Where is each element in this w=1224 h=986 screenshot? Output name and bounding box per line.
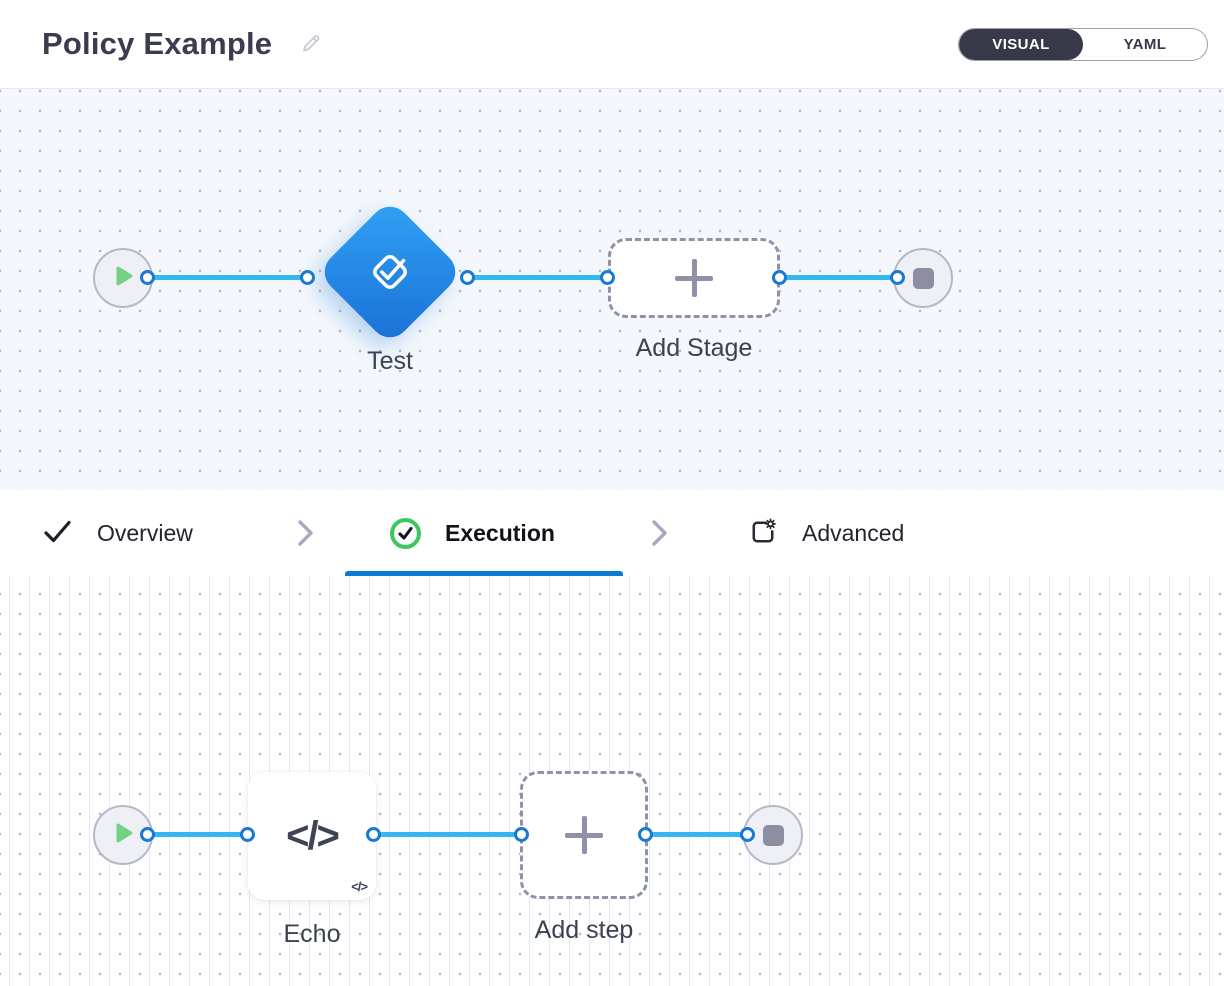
- code-icon: </>: [286, 813, 340, 858]
- port[interactable]: [514, 827, 529, 842]
- tab-advanced-label: Advanced: [802, 519, 905, 546]
- tab-execution-label: Execution: [445, 519, 555, 546]
- add-step-button[interactable]: [520, 771, 648, 899]
- port[interactable]: [890, 270, 905, 285]
- edge-start-to-stage: [148, 275, 308, 280]
- stage-canvas[interactable]: Test Add Stage: [0, 89, 1224, 490]
- check-circle-icon: [390, 517, 421, 549]
- chevron-right-icon: [294, 518, 316, 548]
- stage-name-label: Test: [367, 347, 413, 375]
- view-mode-toggle: VISUAL YAML: [958, 27, 1208, 61]
- port[interactable]: [772, 270, 787, 285]
- step-node-echo[interactable]: </> </>: [248, 772, 376, 900]
- port[interactable]: [366, 827, 381, 842]
- pipeline-end-node: [893, 248, 953, 308]
- add-stage-label: Add Stage: [635, 334, 753, 362]
- step-canvas[interactable]: </> </> Echo Add step: [0, 576, 1224, 986]
- port[interactable]: [140, 827, 155, 842]
- plus-icon: [675, 259, 713, 297]
- tab-execution[interactable]: Execution: [390, 490, 555, 576]
- port[interactable]: [240, 827, 255, 842]
- step-name-label: Echo: [283, 920, 341, 948]
- edge-stage-to-addstage: [468, 275, 608, 280]
- play-icon: [107, 817, 139, 854]
- stage-config-tabbar: Overview Execution: [0, 490, 1224, 576]
- plus-icon: [565, 816, 603, 854]
- pencil-icon: [300, 32, 322, 57]
- edge-addstage-to-end: [780, 275, 898, 280]
- edge-addstep-to-end: [646, 832, 748, 837]
- toggle-yaml-button[interactable]: YAML: [1083, 29, 1207, 60]
- port[interactable]: [300, 270, 315, 285]
- stop-icon: [762, 824, 784, 846]
- toggle-visual-button[interactable]: VISUAL: [959, 28, 1083, 60]
- port[interactable]: [140, 270, 155, 285]
- tab-advanced[interactable]: Advanced: [748, 490, 904, 576]
- active-tab-indicator: [345, 571, 623, 576]
- code-badge-icon: </>: [351, 879, 368, 894]
- settings-page-icon: [748, 517, 778, 550]
- edge-step-to-addstep: [374, 832, 522, 837]
- port[interactable]: [638, 827, 653, 842]
- edit-title-button[interactable]: [300, 32, 322, 57]
- tab-overview[interactable]: Overview: [42, 490, 193, 576]
- port[interactable]: [460, 270, 475, 285]
- add-stage-button[interactable]: [608, 238, 780, 318]
- port[interactable]: [740, 827, 755, 842]
- check-box-icon: [361, 243, 419, 301]
- stop-icon: [912, 267, 934, 289]
- page-title: Policy Example: [42, 26, 273, 61]
- chevron-right-icon: [648, 518, 670, 548]
- play-icon: [107, 260, 139, 297]
- page-header: Policy Example VISUAL YAML: [0, 0, 1224, 89]
- add-step-label: Add step: [534, 916, 634, 944]
- port[interactable]: [600, 270, 615, 285]
- check-icon: [42, 516, 73, 550]
- edge-start-to-step: [148, 832, 248, 837]
- stage-node-test[interactable]: [316, 198, 464, 346]
- tab-overview-label: Overview: [97, 519, 193, 546]
